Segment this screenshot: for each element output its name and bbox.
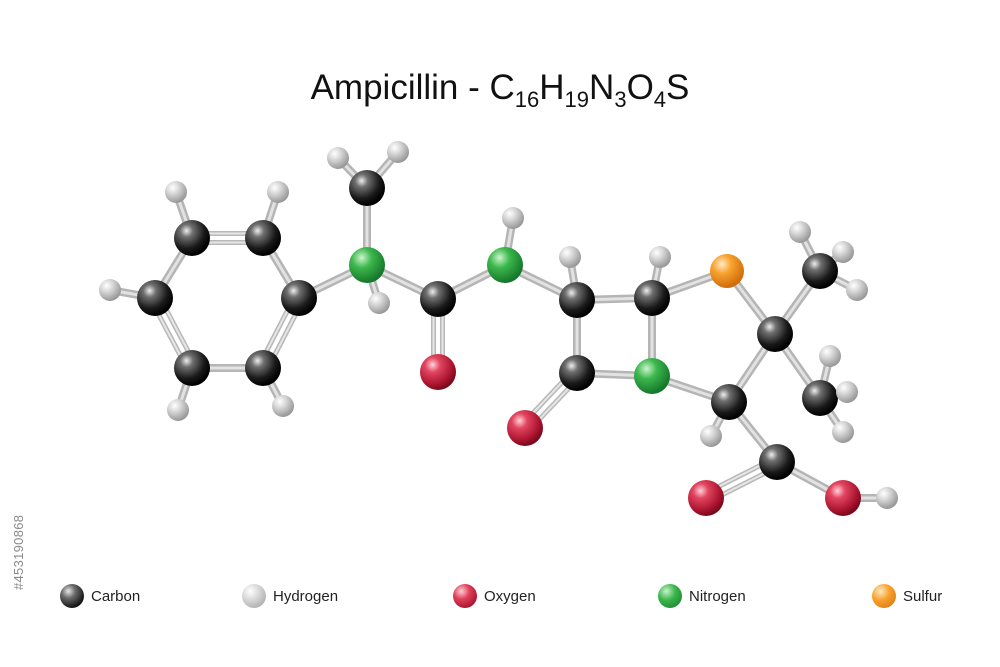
carbon-atom: [245, 350, 281, 386]
nitrogen-atom: [487, 247, 523, 283]
carbon-atom: [757, 316, 793, 352]
hydrogen-atom-icon: [242, 584, 266, 608]
watermark-id: #453190868: [11, 514, 26, 590]
carbon-atom: [245, 220, 281, 256]
hydrogen-atom: [649, 246, 671, 268]
carbon-atom: [559, 282, 595, 318]
carbon-atom: [281, 280, 317, 316]
formula-subscript: 3: [614, 87, 627, 112]
hydrogen-atom: [272, 395, 294, 417]
legend-label: Hydrogen: [273, 587, 339, 605]
formula-element: N: [589, 68, 615, 107]
hydrogen-atom: [368, 292, 390, 314]
hydrogen-atom: [99, 279, 121, 301]
hydrogen-atom: [700, 425, 722, 447]
oxygen-atom: [825, 480, 861, 516]
hydrogen-atom: [819, 345, 841, 367]
hydrogen-atom: [876, 487, 898, 509]
legend-label: Carbon: [91, 587, 141, 605]
formula-subscript: 19: [564, 87, 590, 112]
carbon-atom: [349, 170, 385, 206]
legend-label: Oxygen: [484, 587, 536, 605]
hydrogen-atom: [502, 207, 524, 229]
hydrogen-atom: [327, 147, 349, 169]
carbon-atom: [759, 444, 795, 480]
oxygen-atom: [420, 354, 456, 390]
hydrogen-atom: [836, 381, 858, 403]
oxygen-atom-icon: [453, 584, 477, 608]
oxygen-atom: [507, 410, 543, 446]
hydrogen-atom: [832, 241, 854, 263]
hydrogen-atom: [559, 246, 581, 268]
carbon-atom: [559, 355, 595, 391]
formula-element: O: [626, 68, 654, 107]
formula-element: S: [666, 68, 690, 107]
hydrogen-atom: [167, 399, 189, 421]
nitrogen-atom: [634, 358, 670, 394]
formula-element: H: [539, 68, 565, 107]
legend-item-sulfur: Sulfur: [872, 583, 942, 609]
nitrogen-atom-icon: [658, 584, 682, 608]
sulfur-atom-icon: [872, 584, 896, 608]
page-title: Ampicillin - C16H19N3O4S: [0, 66, 1000, 122]
legend-item-oxygen: Oxygen: [453, 583, 536, 609]
formula-subscript: 4: [653, 87, 667, 112]
carbon-atom: [420, 281, 456, 317]
hydrogen-atom: [387, 141, 409, 163]
sulfur-atom: [710, 254, 744, 288]
oxygen-atom: [688, 480, 724, 516]
legend-item-nitrogen: Nitrogen: [658, 583, 746, 609]
carbon-atom: [174, 350, 210, 386]
formula-element: C: [489, 68, 515, 107]
formula-subscript: 16: [514, 87, 540, 112]
carbon-atom: [711, 384, 747, 420]
carbon-atom: [634, 280, 670, 316]
carbon-atom: [802, 253, 838, 289]
carbon-atom: [137, 280, 173, 316]
hydrogen-atom: [846, 279, 868, 301]
legend-item-hydrogen: Hydrogen: [242, 583, 338, 609]
hydrogen-atom: [832, 421, 854, 443]
carbon-atom: [802, 380, 838, 416]
hydrogen-atom: [165, 181, 187, 203]
hydrogen-atom: [789, 221, 811, 243]
title-name: Ampicillin -: [310, 68, 490, 107]
carbon-atom-icon: [60, 584, 84, 608]
legend-item-carbon: Carbon: [60, 583, 140, 609]
legend-label: Nitrogen: [689, 587, 746, 605]
hydrogen-atom: [267, 181, 289, 203]
legend-label: Sulfur: [903, 587, 943, 605]
carbon-atom: [174, 220, 210, 256]
nitrogen-atom: [349, 247, 385, 283]
